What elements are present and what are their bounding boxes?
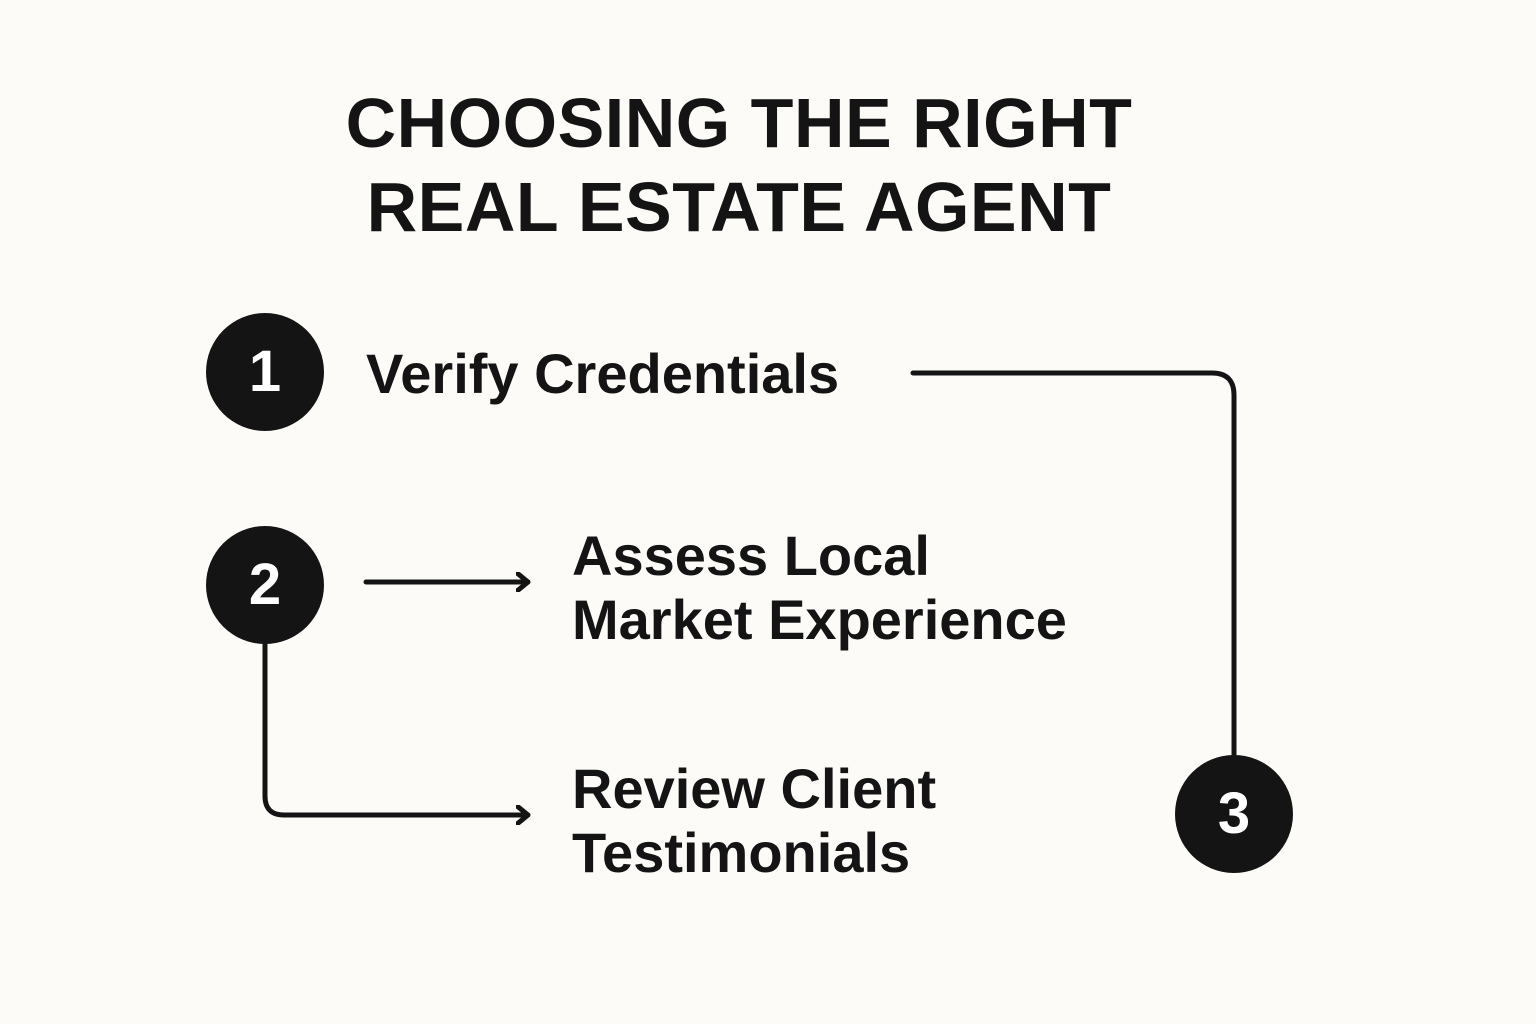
step-2-label-line-1: Assess Local xyxy=(572,524,930,587)
step-3-badge: 3 xyxy=(1175,755,1293,873)
step-3-label-line-2: Testimonials xyxy=(572,821,911,884)
step-2-label-line-2: Market Experience xyxy=(572,588,1067,651)
title-line-2: REAL ESTATE AGENT xyxy=(366,168,1112,246)
step-1-number: 1 xyxy=(248,339,282,404)
step-3-label-line-1: Review Client xyxy=(572,757,937,820)
step-2-number: 2 xyxy=(248,552,282,617)
connector-1-to-3 xyxy=(910,370,1237,759)
step-1-badge: 1 xyxy=(206,313,324,431)
step-2-label: Assess Local Market Experience xyxy=(572,524,1067,652)
step-2-badge: 2 xyxy=(206,526,324,644)
arrow-2-to-review xyxy=(262,641,531,815)
title-line-1: CHOOSING THE RIGHT xyxy=(345,84,1133,162)
step-3-number: 3 xyxy=(1217,781,1251,846)
step-1-label: Verify Credentials xyxy=(366,342,839,406)
step-1-label-line-1: Verify Credentials xyxy=(366,342,840,405)
step-3-label: Review Client Testimonials xyxy=(572,757,936,885)
